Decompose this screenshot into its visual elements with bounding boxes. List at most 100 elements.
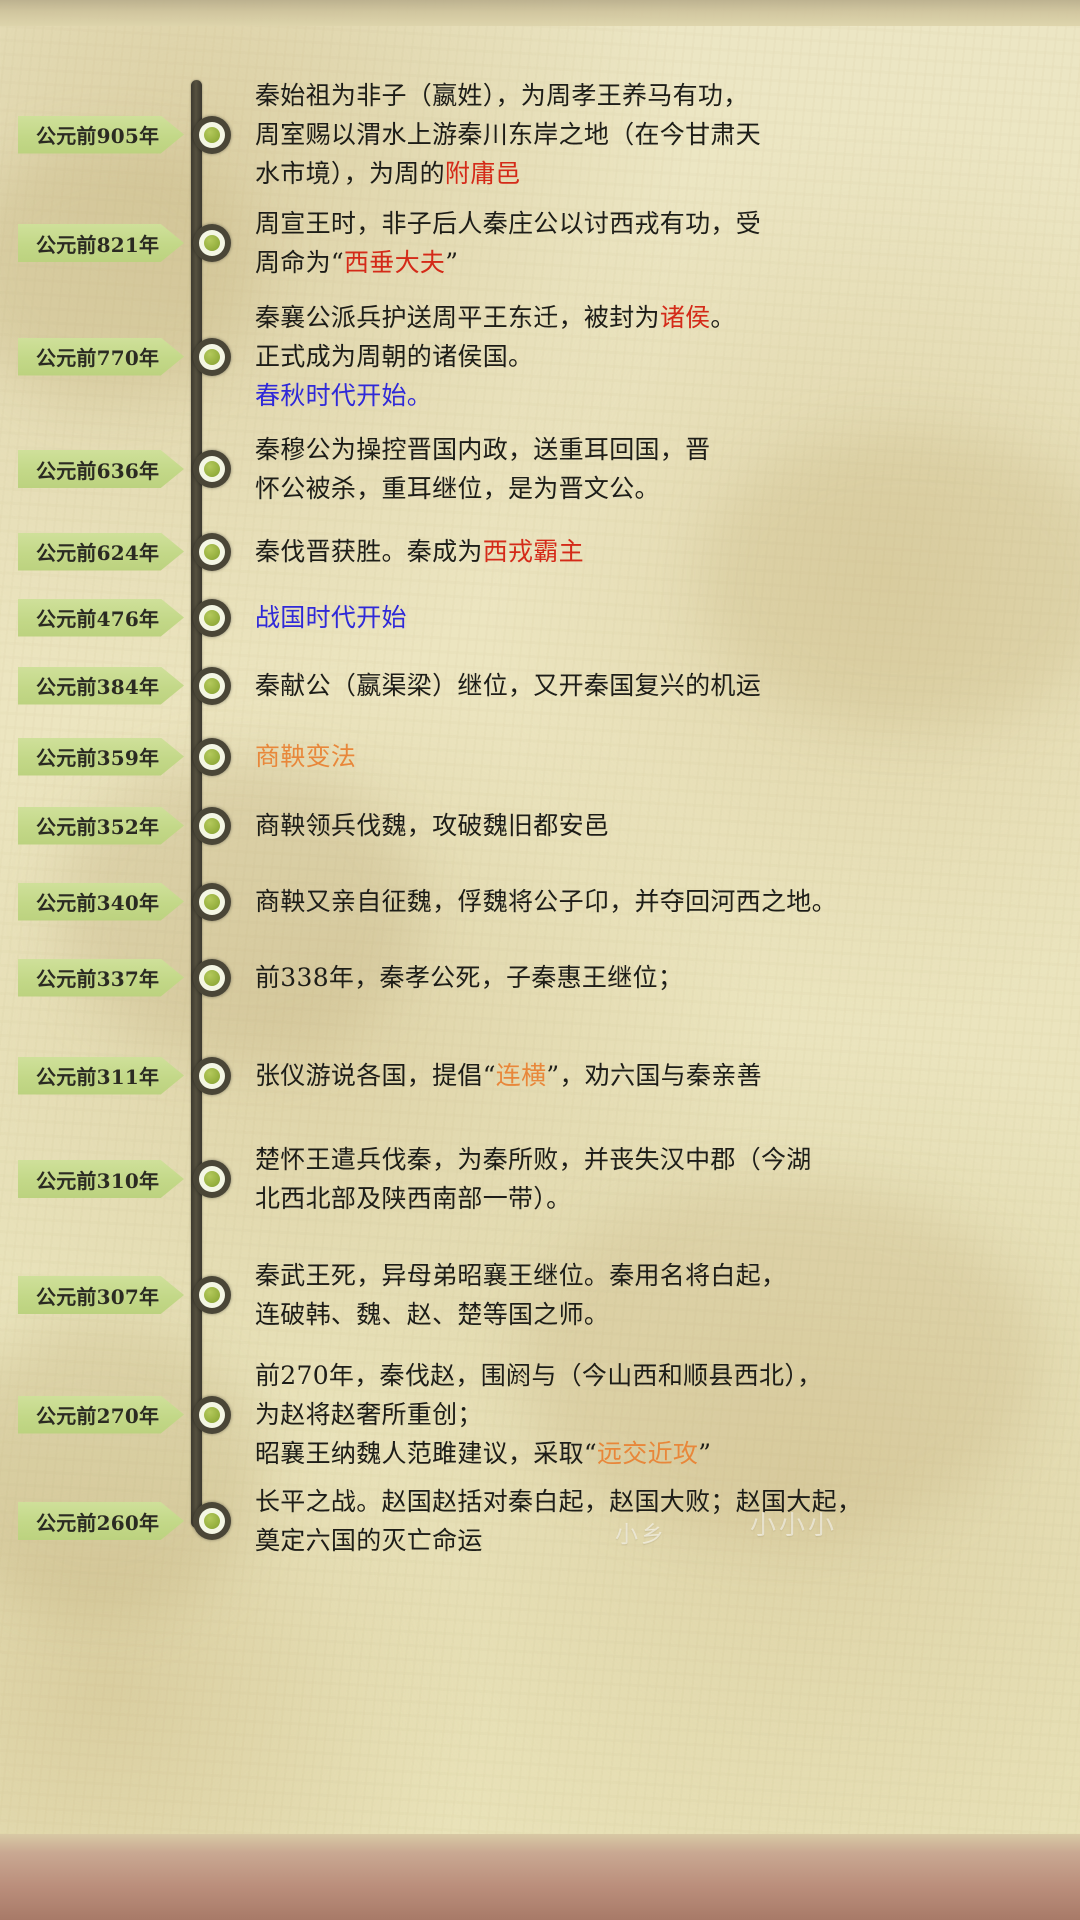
date-badge[interactable]: 公元前310年 xyxy=(18,1160,184,1198)
plain-text: 。 xyxy=(710,303,736,332)
plain-text: 长平之战。赵国赵括对秦白起，赵国大败；赵国大起， xyxy=(255,1487,863,1516)
plain-text: 前338年，秦孝公死，子秦惠王继位； xyxy=(255,963,684,992)
entry-line: 前338年，秦孝公死，子秦惠王继位； xyxy=(255,958,1062,997)
date-badge-label: 公元前905年 xyxy=(36,124,160,148)
timeline-container: 公元前905年秦始祖为非子（嬴姓），为周孝王养马有功，周室赐以渭水上游秦川东岸之… xyxy=(0,26,1080,1834)
timeline-entry: 公元前260年 长平之战。赵国赵括对秦白起，赵国大败；赵国大起， 奠定六国的灭亡命运 xyxy=(0,1482,1080,1560)
timeline-spine xyxy=(191,80,202,1528)
entry-line: 昭襄王纳魏人范雎建议，采取“远交近攻” xyxy=(255,1434,1062,1473)
date-badge-label: 公元前384年 xyxy=(36,675,160,699)
entry-line: 商鞅又亲自征魏，俘魏将公子卬，并夺回河西之地。 xyxy=(255,882,1062,921)
plain-text: ” xyxy=(698,1439,712,1468)
date-badge-label: 公元前260年 xyxy=(36,1510,160,1535)
entry-description: 秦襄公派兵护送周平王东迁，被封为诸侯。正式成为周朝的诸侯国。春秋时代开始。 xyxy=(255,298,1080,415)
timeline-entry: 公元前636年 秦穆公为操控晋国内政，送重耳回国，晋怀公被杀，重耳继位，是为晋文公… xyxy=(0,430,1080,508)
date-badge-label: 公元前352年 xyxy=(36,815,160,839)
date-badge[interactable]: 公元前340年 xyxy=(18,882,184,921)
entry-description: 商鞅领兵伐魏，攻破魏旧都安邑 xyxy=(255,806,1080,845)
plain-text: 北西北部及陕西南部一带）。 xyxy=(255,1184,572,1213)
entry-line: 前270年，秦伐赵，围阏与（今山西和顺县西北）， xyxy=(255,1356,1062,1395)
entry-line: 奠定六国的灭亡命运 xyxy=(255,1521,1062,1560)
date-badge[interactable]: 公元前260年 xyxy=(18,1502,184,1540)
entry-description: 秦穆公为操控晋国内政，送重耳回国，晋怀公被杀，重耳继位，是为晋文公。 xyxy=(255,430,1080,508)
entry-line: 周命为“西垂大夫” xyxy=(255,243,1062,282)
timeline-node-icon[interactable] xyxy=(193,958,231,997)
highlighted-text-orange: 远交近攻 xyxy=(596,1439,699,1468)
entry-description: 秦武王死，异母弟昭襄王继位。秦用名将白起， 连破韩、魏、赵、楚等国之师。 xyxy=(255,1256,1080,1334)
highlighted-text-red: 诸侯 xyxy=(659,303,711,332)
date-badge-label: 公元前359年 xyxy=(36,746,160,770)
date-badge-label: 公元前307年 xyxy=(36,1284,160,1309)
timeline-node-icon[interactable] xyxy=(193,450,231,488)
date-badge[interactable]: 公元前821年 xyxy=(18,224,184,262)
entry-description: 商鞅又亲自征魏，俘魏将公子卬，并夺回河西之地。 xyxy=(255,882,1080,921)
timeline-node-icon[interactable] xyxy=(193,224,231,262)
timeline-entry: 公元前307年 秦武王死，异母弟昭襄王继位。秦用名将白起， 连破韩、魏、赵、楚等国之… xyxy=(0,1256,1080,1334)
date-badge-label: 公元前821年 xyxy=(36,232,160,257)
date-badge-label: 公元前770年 xyxy=(36,346,160,370)
timeline-node-icon[interactable] xyxy=(193,598,231,637)
entry-line: 秦伐晋获胜。秦成为西戎霸主 xyxy=(255,532,1062,571)
plain-text: 周宣王时，非子后人秦庄公以讨西戎有功，受 xyxy=(255,209,762,238)
plain-text: 昭襄王纳魏人范雎建议，采取“ xyxy=(255,1439,597,1468)
timeline-node-icon[interactable] xyxy=(193,1160,231,1198)
timeline-node-icon[interactable] xyxy=(193,337,231,376)
entry-description: 战国时代开始 xyxy=(255,598,1080,637)
entry-line: 周室赐以渭水上游秦川东岸之地（在今甘肃天 xyxy=(255,115,1062,154)
entry-line: 北西北部及陕西南部一带）。 xyxy=(255,1179,1062,1218)
date-badge[interactable]: 公元前624年 xyxy=(18,532,184,571)
timeline-node-icon[interactable] xyxy=(193,1502,231,1540)
timeline-entry: 公元前337年 前338年，秦孝公死，子秦惠王继位； xyxy=(0,958,1080,997)
plain-text: 为赵将赵奢所重创； xyxy=(255,1400,483,1429)
date-badge-label: 公元前337年 xyxy=(36,967,160,991)
timeline-node-icon[interactable] xyxy=(193,1276,231,1314)
timeline-entry: 公元前340年 商鞅又亲自征魏，俘魏将公子卬，并夺回河西之地。 xyxy=(0,882,1080,921)
timeline-node-icon[interactable] xyxy=(193,532,231,571)
plain-text: 秦武王死，异母弟昭襄王继位。秦用名将白起， xyxy=(255,1261,787,1290)
plain-text: 商鞅又亲自征魏，俘魏将公子卬，并夺回河西之地。 xyxy=(255,887,837,916)
highlighted-text-red: 西戎霸主 xyxy=(482,537,584,566)
entry-line: 连破韩、魏、赵、楚等国之师。 xyxy=(255,1295,1062,1334)
timeline-entry: 公元前359年商鞅变法 xyxy=(0,737,1080,776)
timeline-entry: 公元前352年 商鞅领兵伐魏，攻破魏旧都安邑 xyxy=(0,806,1080,845)
entry-description: 长平之战。赵国赵括对秦白起，赵国大败；赵国大起， 奠定六国的灭亡命运 xyxy=(255,1482,1080,1560)
entry-description: 前338年，秦孝公死，子秦惠王继位； xyxy=(255,958,1080,997)
date-badge[interactable]: 公元前770年 xyxy=(18,337,184,376)
entry-line: 周宣王时，非子后人秦庄公以讨西戎有功，受 xyxy=(255,204,1062,243)
entry-line: 秦襄公派兵护送周平王东迁，被封为诸侯。 xyxy=(255,298,1062,337)
entry-line: 秦武王死，异母弟昭襄王继位。秦用名将白起， xyxy=(255,1256,1062,1295)
top-frame-edge xyxy=(0,0,1080,26)
timeline-node-icon[interactable] xyxy=(193,666,231,705)
timeline-entry: 公元前770年 秦襄公派兵护送周平王东迁，被封为诸侯。正式成为周朝的诸侯国。春秋时… xyxy=(0,298,1080,415)
plain-text: 水市境），为周的 xyxy=(255,159,445,188)
date-badge[interactable]: 公元前270年 xyxy=(18,1395,184,1434)
date-badge[interactable]: 公元前905年 xyxy=(18,115,184,154)
timeline-node-icon[interactable] xyxy=(193,737,231,776)
date-badge-label: 公元前340年 xyxy=(36,891,160,915)
date-badge[interactable]: 公元前352年 xyxy=(18,806,184,845)
date-badge[interactable]: 公元前359年 xyxy=(18,737,184,776)
date-badge[interactable]: 公元前337年 xyxy=(18,958,184,997)
entry-line: 怀公被杀，重耳继位，是为晋文公。 xyxy=(255,469,1062,508)
plain-text: ”，劝六国与秦亲善 xyxy=(546,1061,762,1090)
timeline-node-icon[interactable] xyxy=(193,1056,231,1095)
timeline-entry: 公元前821年 周宣王时，非子后人秦庄公以讨西戎有功，受周命为“西垂大夫” xyxy=(0,204,1080,282)
date-badge-label: 公元前636年 xyxy=(36,458,160,483)
date-badge[interactable]: 公元前384年 xyxy=(18,666,184,705)
plain-text: 奠定六国的灭亡命运 xyxy=(255,1526,483,1555)
timeline-node-icon[interactable] xyxy=(193,806,231,845)
date-badge[interactable]: 公元前476年 xyxy=(18,598,184,637)
date-badge[interactable]: 公元前636年 xyxy=(18,450,184,488)
plain-text: 商鞅领兵伐魏，攻破魏旧都安邑 xyxy=(255,811,610,840)
timeline-node-icon[interactable] xyxy=(193,1395,231,1434)
entry-line: 楚怀王遣兵伐秦，为秦所败，并丧失汉中郡（今湖 xyxy=(255,1140,1062,1179)
timeline-entry: 公元前384年秦献公（嬴渠梁）继位，又开秦国复兴的机运 xyxy=(0,666,1080,705)
entry-line: 长平之战。赵国赵括对秦白起，赵国大败；赵国大起， xyxy=(255,1482,1062,1521)
date-badge[interactable]: 公元前307年 xyxy=(18,1276,184,1314)
timeline-node-icon[interactable] xyxy=(193,882,231,921)
timeline-entry: 公元前311年张仪游说各国，提倡“连横”，劝六国与秦亲善 xyxy=(0,1056,1080,1095)
date-badge-label: 公元前270年 xyxy=(36,1404,160,1428)
entry-line: 战国时代开始 xyxy=(255,598,1062,637)
date-badge[interactable]: 公元前311年 xyxy=(18,1056,184,1095)
timeline-node-icon[interactable] xyxy=(193,115,231,154)
